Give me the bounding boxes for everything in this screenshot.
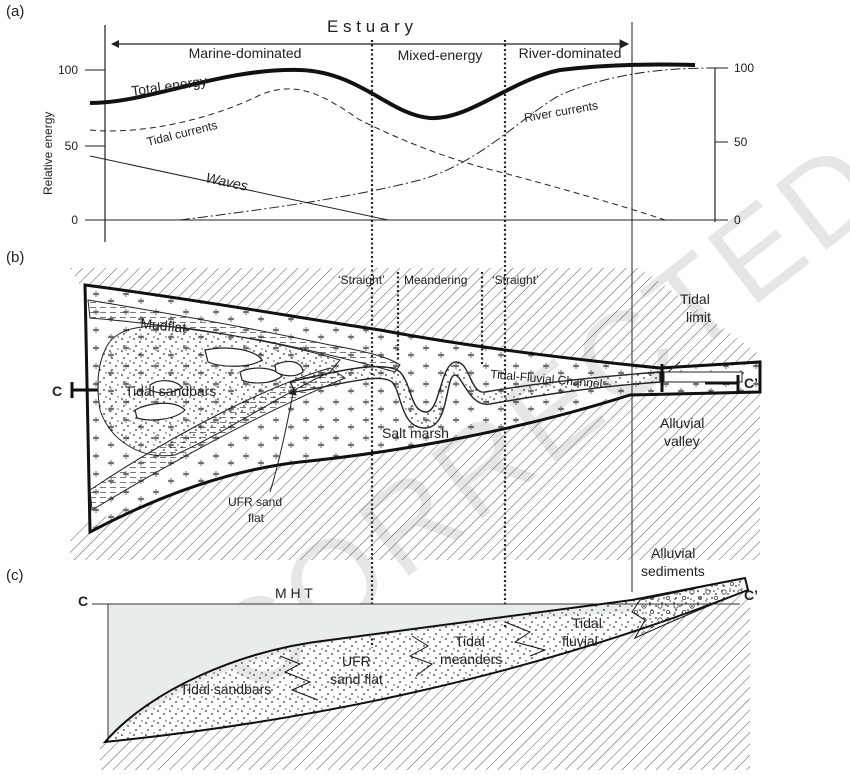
- contact-sandbar-ufr: [279, 655, 319, 701]
- estuary-title: E s t u a r y: [327, 17, 413, 36]
- channel-type-meandering: Meandering: [404, 273, 467, 287]
- channel-type-straight-2: ‘Straight’: [492, 273, 539, 287]
- right-tick-50: 50: [734, 135, 748, 149]
- river-currents-curve: [179, 67, 716, 221]
- panel-b: (b) C C’ ‘Straight’: [6, 249, 762, 560]
- section-c-label-b: C: [52, 383, 62, 399]
- ufr-label-1: UFR sand: [228, 495, 282, 509]
- alluvial-sediments-label-1: Alluvial: [651, 545, 695, 561]
- left-tick-50: 50: [65, 139, 79, 153]
- salt-marsh-label: Salt marsh: [382, 425, 449, 441]
- section-c-prime-label-b: C’: [744, 375, 758, 391]
- unit-fluvial-label-1: Tidal: [572, 615, 602, 631]
- lower-valley-wall: [70, 390, 760, 560]
- tidal-limit-label-1: Tidal: [680, 291, 710, 307]
- zone-label-mixed: Mixed-energy: [398, 47, 483, 63]
- upper-valley-wall: [70, 268, 760, 368]
- waves-curve: [89, 155, 389, 221]
- zone-label-river: River-dominated: [519, 45, 622, 61]
- contact-ufr-meanders: [408, 635, 434, 677]
- unit-sandbars-label: Tidal sandbars: [180, 681, 271, 697]
- unit-meanders-label-1: Tidal: [455, 633, 485, 649]
- river-currents-label: River currents: [523, 98, 599, 125]
- panel-c: (c) M H T C C’ Alluvial sediments Tidal …: [6, 545, 758, 770]
- panel-c-label: (c): [6, 567, 24, 584]
- y-axis-label: Relative energy: [41, 112, 55, 195]
- section-c-label-c: C: [78, 593, 88, 609]
- tidal-fluvial-channel: [288, 361, 661, 429]
- panel-a-label: (a): [6, 3, 24, 20]
- unit-meanders-label-2: meanders: [440, 651, 502, 667]
- alluvial-valley-label-1: Alluvial: [660, 415, 704, 431]
- channel-type-straight-1: ‘Straight’: [338, 273, 385, 287]
- right-tick-100: 100: [734, 61, 754, 75]
- sediment-wedge: [102, 576, 750, 744]
- alluvial-valley-label-2: valley: [664, 433, 700, 449]
- unit-fluvial-label-2: fluvial: [562, 633, 598, 649]
- ufr-label-2: flat: [248, 511, 265, 525]
- basement-hatch: [100, 590, 750, 770]
- tidal-sandbars-label: Tidal sandbars: [125, 383, 216, 399]
- panel-a: (a) E s t u a r y Marine-dominated Mixed…: [6, 3, 754, 242]
- right-tick-0: 0: [734, 213, 741, 227]
- total-energy-curve: [89, 62, 696, 121]
- river-channel: [663, 371, 743, 383]
- tidal-currents-curve: [89, 88, 666, 221]
- water-body: [108, 604, 632, 740]
- mudflat-label: Mudflat: [140, 315, 187, 336]
- total-energy-label: Total energy: [130, 73, 208, 99]
- left-tick-100: 100: [58, 63, 78, 77]
- mht-label: M H T: [275, 585, 313, 601]
- alluvial-gravel: [631, 577, 749, 640]
- contact-meanders-fluvial: [504, 621, 547, 657]
- alluvial-sediments-label-2: sediments: [641, 563, 705, 579]
- sandbar-islands: [134, 347, 304, 421]
- sandbar-area: [97, 325, 341, 457]
- unit-ufr-label-1: UFR: [342, 653, 371, 669]
- ufr-pointer: [269, 387, 297, 493]
- tidal-limit-label-2: limit: [686, 309, 711, 325]
- panel-b-label: (b): [6, 249, 24, 266]
- left-tick-0: 0: [71, 213, 78, 227]
- section-c-prime-label-c: C’: [744, 587, 758, 603]
- waves-label: Waves: [204, 169, 249, 193]
- zone-label-marine: Marine-dominated: [189, 45, 302, 61]
- unit-ufr-label-2: sand flat: [330, 671, 383, 687]
